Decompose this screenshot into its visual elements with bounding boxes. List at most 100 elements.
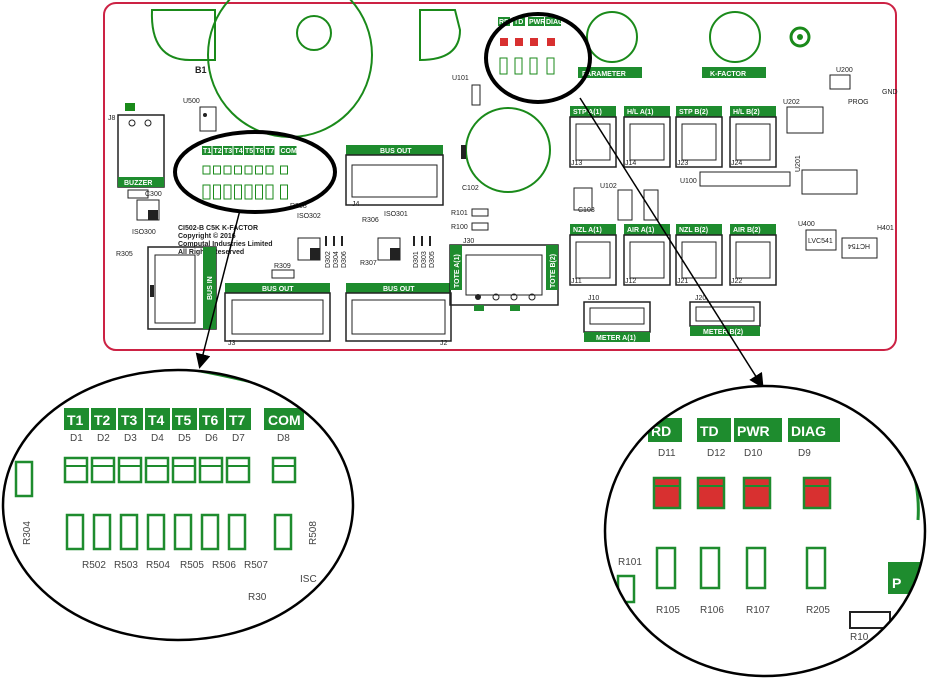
bus-out-label-j4: BUS OUT — [380, 148, 412, 155]
zoom-edge-text-2: R30 — [248, 592, 267, 603]
diode-label: D304 — [333, 251, 340, 268]
small-led-red — [500, 38, 508, 46]
connector-body — [569, 234, 617, 286]
small-t-led — [265, 165, 274, 175]
zoom-status-resistor — [805, 546, 827, 590]
zoom-status-led — [802, 476, 832, 510]
bus-out-j3: BUS OUT J3 — [224, 283, 331, 347]
small-t-resistor — [223, 184, 232, 200]
zoom-t-led — [117, 456, 143, 484]
zoom-resistor — [92, 513, 112, 551]
connector-j-label: J24 — [731, 160, 742, 167]
small-led-resistor — [529, 57, 538, 75]
small-t-header-bg — [202, 146, 212, 155]
zoom-t-led — [63, 456, 89, 484]
small-led-red — [547, 38, 555, 46]
connector-header-bg — [676, 106, 722, 117]
callout-arrow-left — [195, 209, 241, 369]
bus-out-j4: BUS OUT J4 — [345, 145, 444, 208]
small-t-header: COM — [281, 148, 298, 155]
zoom-status-led — [696, 476, 726, 510]
small-led-resistor — [499, 57, 508, 75]
zoom-t-header-bg — [226, 408, 251, 430]
small-t-header-bg — [254, 146, 264, 155]
connector-header-bg — [624, 224, 670, 235]
gnd-label: GND — [882, 89, 898, 96]
connector-j-label: J11 — [571, 278, 582, 285]
tote-connector-j30: J30 TOTE A(1) TOTE B(2) — [449, 238, 559, 311]
zoom-status-header: RD — [651, 423, 671, 439]
connector-header-bg — [570, 106, 616, 117]
zoom-resistor — [200, 513, 220, 551]
zoom-resistor-label: R502 — [82, 560, 106, 571]
r306-label: R306 — [362, 217, 379, 224]
small-led-header: TD — [514, 19, 523, 26]
tote-a-label: TOTE A(1) — [454, 254, 461, 288]
zoom-status-header-bg — [697, 418, 731, 442]
connector-j-label: J21 — [677, 278, 688, 285]
zoom-status-header-bg — [734, 418, 782, 442]
diode-label: D306 — [341, 251, 348, 268]
connector-header: H/L A(1) — [627, 109, 653, 116]
small-t-header-bg — [223, 146, 233, 155]
zoom-t-header: T1 — [67, 412, 84, 428]
zoom-status-resistor-label: R107 — [746, 605, 770, 616]
callout-arrow-right — [579, 97, 764, 389]
zoom-edge-text: ISC — [300, 574, 317, 585]
c300-label: C300 — [145, 191, 162, 198]
zoom-t-led — [90, 456, 116, 484]
zoom-status-resistor — [699, 546, 721, 590]
j20-label: J20 — [695, 295, 706, 302]
zoom-t-led — [271, 456, 297, 484]
zoom-t-header: T6 — [202, 412, 219, 428]
connector-body — [569, 116, 617, 168]
zoom-t-led — [144, 456, 170, 484]
zoom-status-diode-label: D11 — [658, 448, 676, 459]
hct54-label: HCT54 — [848, 242, 870, 249]
small-t-header-bg — [265, 146, 275, 155]
zoom-status-header-bg — [788, 418, 840, 442]
u202-label: U202 — [783, 99, 800, 106]
j30-label: J30 — [463, 238, 474, 245]
zoom-diode-label: D6 — [205, 433, 218, 444]
small-t-header: T1 — [203, 148, 211, 155]
connector-header-bg — [624, 106, 670, 117]
copyright-line-1: CI502-B C5K K-FACTOR — [178, 225, 258, 232]
diode-label: D301 — [413, 251, 420, 268]
prog-label: PROG — [848, 99, 869, 106]
small-t-resistor — [265, 184, 274, 200]
connector-j-label: J13 — [571, 160, 582, 167]
small-led-header-bg — [545, 17, 561, 26]
c102-label: C102 — [462, 185, 479, 192]
zoom-status-header: DIAG — [791, 423, 826, 439]
zoom-status-diode-label: D12 — [707, 448, 726, 459]
zoom-diode-label: D7 — [232, 433, 245, 444]
meter-a-connector: J10 METER A(1) — [583, 295, 651, 342]
diode-label: D305 — [429, 251, 436, 268]
zoom-status-header: TD — [700, 423, 719, 439]
zoom-t-header: T2 — [94, 412, 111, 428]
u100-label: U100 — [680, 178, 697, 185]
small-t-header-bg — [244, 146, 254, 155]
u200-label: U200 — [836, 67, 853, 74]
small-led-resistor — [546, 57, 555, 75]
zoom-t-header-bg — [199, 408, 224, 430]
u102-label: U102 — [600, 183, 617, 190]
small-t-led — [213, 165, 221, 175]
small-t-led — [223, 165, 232, 175]
zoom-status-resistor — [745, 546, 767, 590]
small-led-resistor — [514, 57, 523, 75]
small-t-header-bg — [279, 146, 297, 155]
buzzer-module-label: BUZZER — [124, 180, 152, 187]
connector-inner — [735, 241, 771, 279]
small-t-resistor — [202, 184, 211, 200]
connector-inner — [575, 123, 611, 161]
small-t-led — [280, 165, 288, 175]
zoom-edge-left-label: R101 — [618, 557, 642, 568]
zoom-t-header: COM — [268, 412, 301, 428]
zoom-t-header: T7 — [229, 412, 246, 428]
